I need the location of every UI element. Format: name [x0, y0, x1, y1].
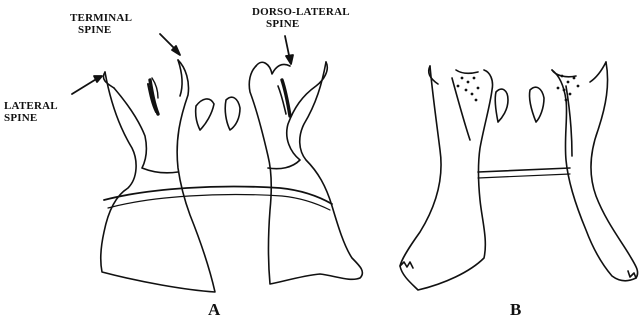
terminal-spine-label-line1: TERMINAL	[70, 12, 132, 24]
figure-b-right-mandible	[529, 62, 637, 281]
figure-a-left-mandible	[101, 60, 215, 292]
terminal-spine-label-line2: SPINE	[70, 24, 132, 36]
lateral-spine-arrow	[72, 78, 98, 94]
figure-b-crossbar	[478, 168, 570, 172]
lateral-spine-label-line1: LATERAL	[4, 100, 58, 112]
lateral-spine-label-line2: SPINE	[4, 112, 58, 124]
panel-label-b: B	[510, 300, 521, 320]
dorso-lateral-spine-label-line2: SPINE	[252, 18, 350, 30]
dorso-lateral-spine-label-line1: DORSO-LATERAL	[252, 6, 350, 18]
figure-b-stippling	[457, 75, 580, 102]
panel-label-a: A	[208, 300, 220, 320]
dorso-lateral-spine-label: DORSO-LATERAL SPINE	[252, 6, 350, 30]
lateral-spine-label: LATERAL SPINE	[4, 100, 58, 124]
figure-a-right-mandible	[225, 62, 362, 284]
terminal-spine-label: TERMINAL SPINE	[70, 12, 132, 36]
